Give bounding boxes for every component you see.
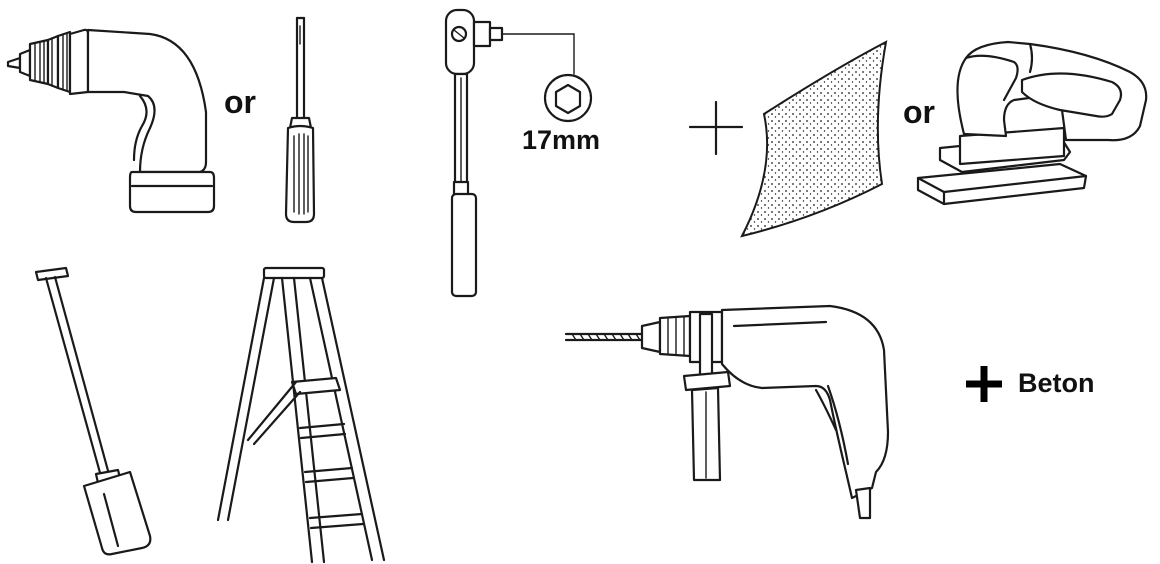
plus-bold-icon: [966, 366, 1002, 402]
or-label-sanders: or: [903, 94, 935, 130]
step-ladder-icon: [216, 266, 386, 564]
socket-size-label: 17mm: [522, 125, 601, 155]
sandpaper-icon: [740, 40, 888, 238]
spade-icon: [34, 266, 152, 556]
cordless-drill-icon: [6, 28, 216, 214]
or-label-drills: or: [224, 84, 256, 120]
hammer-drill-icon: [564, 304, 890, 520]
hex-socket-icon: [543, 73, 593, 123]
ratchet-wrench-icon: [444, 8, 575, 298]
orbital-sander-icon: [916, 40, 1148, 206]
plus-icon: [688, 100, 744, 156]
screwdriver-icon: [284, 16, 316, 224]
beton-label: Beton: [1018, 368, 1095, 398]
